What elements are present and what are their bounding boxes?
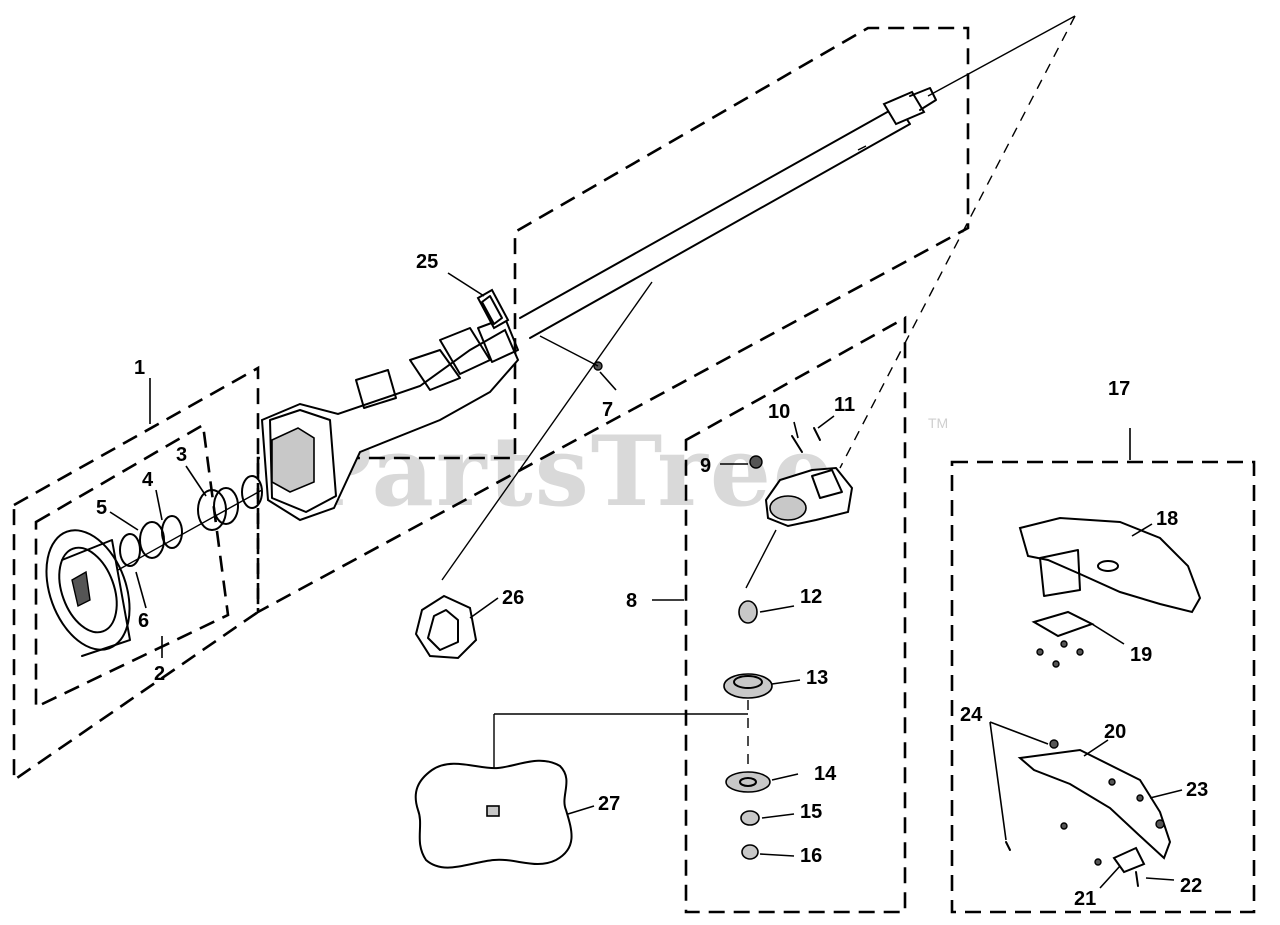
label-part-17: 17 bbox=[1108, 378, 1130, 400]
group-box-2 bbox=[34, 422, 230, 710]
leader-12 bbox=[759, 605, 795, 613]
leader-14 bbox=[771, 773, 799, 781]
leader-3 bbox=[185, 465, 207, 497]
leader-21 bbox=[1099, 865, 1121, 889]
label-part-13: 13 bbox=[806, 667, 828, 689]
label-part-18: 18 bbox=[1156, 508, 1178, 530]
label-part-10: 10 bbox=[768, 401, 790, 423]
leader-19 bbox=[1091, 623, 1125, 645]
shaft-centerline bbox=[839, 15, 1076, 469]
clutch-rings bbox=[117, 475, 263, 571]
part-14-washer bbox=[725, 771, 771, 793]
label-part-9: 9 bbox=[700, 455, 711, 477]
leader-26 bbox=[469, 597, 499, 619]
label-part-25: 25 bbox=[416, 251, 438, 273]
part-9-bolt bbox=[749, 455, 763, 469]
leader-20 bbox=[1083, 739, 1109, 757]
part-7-screw bbox=[539, 335, 603, 371]
label-part-12: 12 bbox=[800, 586, 822, 608]
gear-head-housing bbox=[764, 466, 854, 528]
drive-shaft-tube bbox=[519, 87, 937, 339]
label-part-7: 7 bbox=[602, 399, 613, 421]
label-part-23: 23 bbox=[1186, 779, 1208, 801]
part-20-extra-screw bbox=[1060, 822, 1068, 830]
label-part-19: 19 bbox=[1130, 644, 1152, 666]
leader-13 bbox=[771, 679, 801, 685]
part-24-screws bbox=[1005, 739, 1059, 851]
gear-head-shaft-line bbox=[745, 529, 777, 589]
leader-10 bbox=[793, 421, 799, 439]
label-part-5: 5 bbox=[96, 497, 107, 519]
leader-6 bbox=[135, 571, 147, 609]
part-18-guard bbox=[1018, 516, 1202, 614]
leader-18 bbox=[1131, 523, 1153, 537]
leader-22 bbox=[1145, 877, 1175, 881]
label-part-15: 15 bbox=[800, 801, 822, 823]
group-box-shaft-housing bbox=[256, 26, 970, 615]
label-part-21: 21 bbox=[1074, 888, 1096, 910]
part-25-clamp bbox=[476, 288, 510, 330]
leader-16 bbox=[759, 853, 795, 857]
part-23-screw bbox=[1136, 794, 1144, 802]
leader-26-dash bbox=[441, 281, 653, 581]
part-15-nut bbox=[740, 810, 760, 826]
label-part-20: 20 bbox=[1104, 721, 1126, 743]
label-part-4: 4 bbox=[142, 469, 154, 491]
label-part-6: 6 bbox=[138, 610, 149, 632]
part-16-nut bbox=[741, 844, 759, 860]
leader-5 bbox=[109, 511, 139, 531]
label-part-8: 8 bbox=[626, 590, 637, 612]
shaft-axis-line bbox=[927, 15, 1076, 97]
label-part-24: 24 bbox=[960, 704, 983, 726]
label-part-16: 16 bbox=[800, 845, 822, 867]
leader-24 bbox=[989, 721, 1049, 841]
part-19-plate bbox=[1031, 610, 1095, 668]
group-box-1 bbox=[12, 365, 260, 783]
leader-7 bbox=[599, 371, 617, 391]
part-27-blade bbox=[414, 759, 573, 869]
leader-27 bbox=[567, 805, 595, 815]
part-21-clip bbox=[1094, 846, 1146, 874]
label-part-27: 27 bbox=[598, 793, 620, 815]
label-part-26: 26 bbox=[502, 587, 524, 609]
leader-11 bbox=[817, 415, 835, 429]
leader-25 bbox=[447, 272, 485, 297]
part-22-screw bbox=[1135, 871, 1139, 887]
part-13-cup bbox=[723, 673, 773, 699]
shaft-housing-assembly bbox=[260, 317, 520, 522]
part-20-bracket bbox=[1017, 748, 1172, 860]
label-part-11: 11 bbox=[834, 394, 855, 416]
label-part-2: 2 bbox=[154, 663, 165, 685]
part-12-bushing bbox=[738, 600, 758, 624]
leader-23 bbox=[1149, 789, 1183, 799]
label-part-14: 14 bbox=[814, 763, 837, 785]
part-26-clamp bbox=[414, 594, 478, 660]
group-box-17 bbox=[950, 460, 1256, 914]
part-10-pin bbox=[791, 435, 803, 453]
leader-4 bbox=[155, 489, 163, 521]
watermark-tm: TM bbox=[928, 415, 948, 431]
label-part-3: 3 bbox=[176, 444, 187, 466]
part-11-screw bbox=[813, 427, 821, 441]
leader-15 bbox=[761, 813, 795, 819]
label-part-1: 1 bbox=[134, 357, 145, 379]
clutch-drum bbox=[45, 529, 131, 657]
label-part-22: 22 bbox=[1180, 875, 1202, 897]
